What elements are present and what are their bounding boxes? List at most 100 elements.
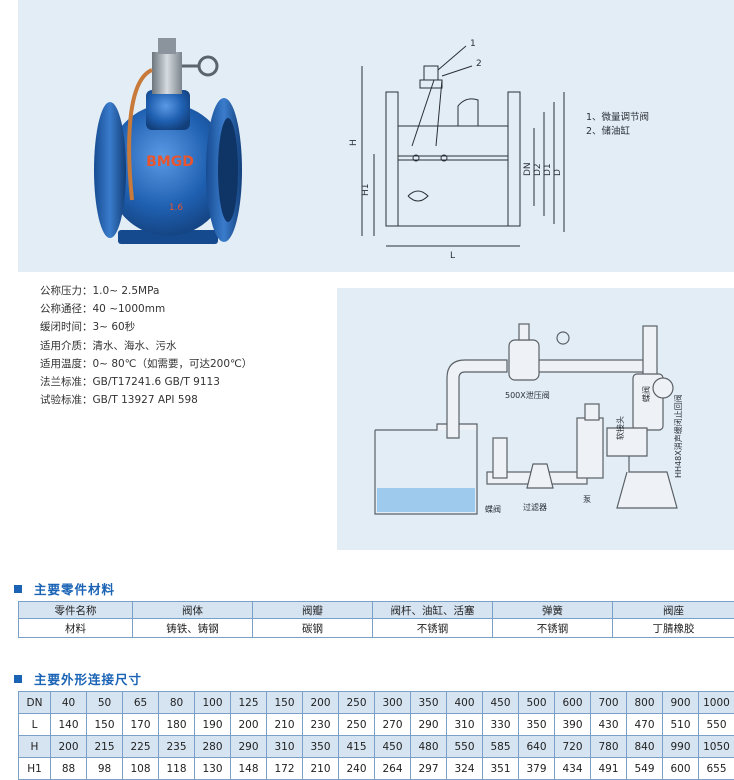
table-cell: 108 [122, 757, 159, 780]
table-cell: 65 [122, 691, 159, 714]
table-cell: 98 [86, 757, 123, 780]
spec-item: 试验标准：GB/T 13927 API 598 [40, 391, 252, 409]
table-cell: 150 [266, 691, 303, 714]
spec-value: 3~ 60秒 [92, 321, 136, 334]
label-joint: 软接头 [615, 416, 625, 440]
table-cell: 250 [338, 691, 375, 714]
table-cell: 88 [50, 757, 87, 780]
dimensions-title: 主要外形连接尺寸 [34, 672, 143, 687]
spec-label: 公称通径： [40, 303, 93, 316]
materials-table: 零件名称 阀体 阀瓣 阀杆、油缸、活塞 弹簧 阀座 材料 铸铁、铸钢 碳钢 不锈… [18, 601, 734, 638]
table-cell: 180 [158, 713, 195, 736]
label-check-valve: HH48X消声缓闭止回阀 [673, 394, 683, 478]
table-cell: 铸铁、铸钢 [132, 618, 253, 638]
table-cell: 840 [626, 735, 663, 758]
table-header-cell: 零件名称 [18, 601, 133, 619]
spec-item: 公称通径：40 ~1000mm [40, 300, 252, 318]
spec-label: 公称压力： [40, 285, 93, 297]
table-cell: 297 [410, 757, 447, 780]
spec-list: 公称压力：1.0~ 2.5MPa 公称通径：40 ~1000mm 缓闭时间：3~… [40, 282, 252, 409]
table-cell: 310 [266, 735, 303, 758]
legend-2: 2、储油缸 [586, 125, 631, 137]
table-cell: 215 [86, 735, 123, 758]
table-row: 材料 铸铁、铸钢 碳钢 不锈钢 不锈钢 丁腈橡胶 [18, 618, 734, 638]
table-cell: 丁腈橡胶 [612, 618, 734, 638]
materials-title: 主要零件材料 [34, 582, 116, 597]
table-cell: 碳钢 [252, 618, 373, 638]
label-filter: 过滤器 [523, 502, 547, 512]
table-header-cell: 阀座 [612, 601, 734, 619]
table-cell: 480 [410, 735, 447, 758]
label-gate-valve: 蝶阀 [485, 504, 501, 514]
table-cell: 415 [338, 735, 375, 758]
dim-d: D [553, 169, 563, 176]
table-cell: 491 [590, 757, 627, 780]
table-cell: 800 [626, 691, 663, 714]
table-cell: 400 [446, 691, 483, 714]
table-cell: 140 [50, 713, 87, 736]
dimension-drawing: 1 2 H H1 L DN D2 D1 D 1、微量调节阀 2、储油缸 [349, 39, 649, 261]
table-cell: 125 [230, 691, 267, 714]
spec-value: GB/T 13927 API 598 [92, 394, 198, 407]
spec-value: 清水、海水、污水 [92, 339, 177, 352]
table-cell: 434 [554, 757, 591, 780]
table-cell: 510 [662, 713, 699, 736]
row-label-cell: DN [18, 691, 51, 714]
table-cell: 780 [590, 735, 627, 758]
table-cell: 1050 [698, 735, 734, 758]
table-cell: 300 [374, 691, 411, 714]
table-cell: 172 [266, 757, 303, 780]
table-cell: 1000 [698, 691, 734, 714]
spec-value: GB/T17241.6 GB/T 9113 [92, 376, 220, 389]
table-header-row: 零件名称 阀体 阀瓣 阀杆、油缸、活塞 弹簧 阀座 [18, 601, 734, 619]
table-cell: 230 [302, 713, 339, 736]
table-cell: 200 [230, 713, 267, 736]
valve-mark: 1.6 [169, 203, 184, 213]
label-gate-valve-2: 蝶阀 [641, 386, 651, 402]
spec-item: 法兰标准：GB/T17241.6 GB/T 9113 [40, 373, 252, 391]
table-cell: 200 [302, 691, 339, 714]
spec-item: 缓闭时间：3~ 60秒 [40, 318, 252, 336]
dim-d2: D2 [533, 163, 543, 176]
table-cell: 200 [50, 735, 87, 758]
table-cell: 585 [482, 735, 519, 758]
table-cell: 290 [230, 735, 267, 758]
table-cell: 600 [662, 757, 699, 780]
table-cell: 118 [158, 757, 195, 780]
row-label-cell: L [18, 713, 51, 736]
table-cell: 130 [194, 757, 231, 780]
table-cell: 550 [446, 735, 483, 758]
spec-value: 0~ 80℃（如需要，可达200℃） [92, 357, 253, 370]
table-cell: 210 [266, 713, 303, 736]
materials-heading: 主要零件材料 [14, 579, 115, 598]
table-cell: 351 [482, 757, 519, 780]
table-cell: 290 [410, 713, 447, 736]
table-cell: 700 [590, 691, 627, 714]
label-relief-valve: 500X泄压阀 [505, 390, 550, 400]
legend-1: 1、微量调节阀 [586, 111, 649, 123]
table-cell: 80 [158, 691, 195, 714]
spec-label: 适用温度： [40, 357, 93, 370]
table-cell: 170 [122, 713, 159, 736]
row-label-cell: H [18, 735, 51, 758]
table-cell: 379 [518, 757, 555, 780]
dim-d1: D1 [543, 163, 553, 176]
table-header-cell: 阀杆、油缸、活塞 [372, 601, 493, 619]
table-cell: 430 [590, 713, 627, 736]
table-cell: 240 [338, 757, 375, 780]
label-pump: 泵 [583, 495, 591, 504]
table-cell: 225 [122, 735, 159, 758]
table-cell: 148 [230, 757, 267, 780]
table-cell: 450 [482, 691, 519, 714]
table-cell: 900 [662, 691, 699, 714]
dim-l: L [450, 251, 455, 261]
table-cell: 390 [554, 713, 591, 736]
table-header-cell: 弹簧 [492, 601, 613, 619]
spec-label: 缓闭时间： [40, 321, 93, 334]
spec-item: 公称压力：1.0~ 2.5MPa [40, 282, 252, 300]
table-cell: 250 [338, 713, 375, 736]
dim-dn: DN [523, 162, 533, 176]
